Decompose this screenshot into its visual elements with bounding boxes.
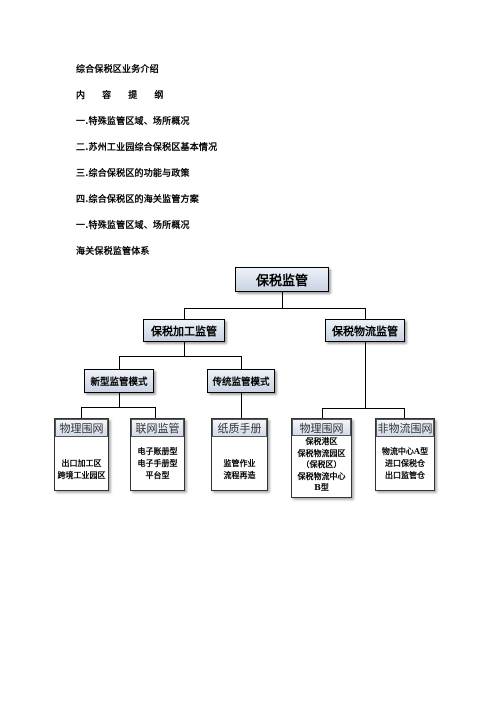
leaf-line: 进口保税仓 xyxy=(385,458,425,468)
outline-heading: 内 容 提 纲 xyxy=(76,91,171,101)
leaf-line: 跨境工业园区 xyxy=(57,470,106,480)
leaf-title: 纸质手册 xyxy=(212,419,267,437)
logistics-supervision-node: 保税物流监管 xyxy=(325,319,405,342)
connector xyxy=(365,308,366,319)
connector xyxy=(155,407,156,418)
leaf-body: 出口加工区 跨境工业园区 xyxy=(55,457,108,481)
connector xyxy=(322,408,323,418)
leaf-line: 出口监管仓 xyxy=(385,470,425,480)
leaf-line: 平台型 xyxy=(145,470,170,480)
root-node: 保税监管 xyxy=(235,267,329,292)
connector xyxy=(365,342,366,408)
leaf-body: 物流中心A型 进口保税仓 出口监管仓 xyxy=(376,445,434,481)
connector xyxy=(119,356,120,369)
leaf-line: 物流中心A型 xyxy=(381,446,429,456)
leaf-body: 保税港区 保税物流园区 （保税区） 保税物流中心 B型 xyxy=(292,436,351,494)
section-heading: 一.特殊监管区域、场所概况 xyxy=(76,221,190,231)
leaf-non-logistics-fence: 非物流围网 物流中心A型 进口保税仓 出口监管仓 xyxy=(375,418,435,491)
leaf-line: （保税区） xyxy=(301,459,342,469)
new-mode-node: 新型监管模式 xyxy=(84,369,154,393)
connector xyxy=(322,408,404,409)
connector xyxy=(404,408,405,418)
leaf-title: 物理围网 xyxy=(55,419,108,437)
leaf-title: 物理围网 xyxy=(292,419,351,436)
leaf-network-supervision: 联网监管 电子账册型 电子手册型 平台型 xyxy=(130,418,185,491)
connector xyxy=(119,356,241,357)
leaf-physical-fence-processing: 物理围网 出口加工区 跨境工业园区 xyxy=(54,418,109,491)
node-label: 新型监管模式 xyxy=(90,377,148,388)
leaf-line: 出口加工区 xyxy=(61,458,102,468)
connector xyxy=(81,407,82,418)
connector xyxy=(241,393,242,418)
node-label: 保税加工监管 xyxy=(151,324,217,338)
leaf-line: 监管作业 xyxy=(223,458,256,468)
connector xyxy=(119,393,120,407)
leaf-line: 保税港区 xyxy=(305,436,338,446)
leaf-line: 保税物流中心 xyxy=(297,470,346,481)
connector xyxy=(81,407,155,408)
connector xyxy=(241,356,242,369)
node-label: 保税物流监管 xyxy=(332,324,398,338)
traditional-mode-node: 传统监管模式 xyxy=(207,369,275,393)
leaf-line: 电子账册型 xyxy=(137,446,178,456)
leaf-paper-manual: 纸质手册 监管作业 流程再造 xyxy=(211,418,268,491)
leaf-body: 监管作业 流程再造 xyxy=(212,457,267,481)
outline-item-2: 二.苏州工业园综合保税区基本情况 xyxy=(76,143,218,153)
leaf-line: 电子手册型 xyxy=(137,458,178,468)
node-label: 传统监管模式 xyxy=(212,377,270,388)
leaf-line: B型 xyxy=(314,482,329,492)
connector xyxy=(184,308,185,319)
processing-supervision-node: 保税加工监管 xyxy=(143,319,225,342)
outline-item-4: 四.综合保税区的海关监管方案 xyxy=(76,195,199,205)
leaf-line: 保税物流园区 xyxy=(297,447,346,458)
leaf-line: 流程再造 xyxy=(223,470,256,480)
doc-title: 综合保税区业务介绍 xyxy=(76,65,159,75)
outline-item-3: 三.综合保税区的功能与政策 xyxy=(76,169,190,179)
outline-item-1: 一.特殊监管区域、场所概况 xyxy=(76,117,190,127)
leaf-title: 联网监管 xyxy=(131,419,184,437)
leaf-title: 非物流围网 xyxy=(376,419,434,437)
leaf-physical-fence-logistics: 物理围网 保税港区 保税物流园区 （保税区） 保税物流中心 B型 xyxy=(291,418,352,498)
connector xyxy=(184,308,365,309)
connector xyxy=(184,342,185,356)
leaf-body: 电子账册型 电子手册型 平台型 xyxy=(131,445,184,481)
diagram-caption: 海关保税监管体系 xyxy=(76,247,150,257)
connector xyxy=(282,291,283,309)
root-label: 保税监管 xyxy=(255,274,308,289)
